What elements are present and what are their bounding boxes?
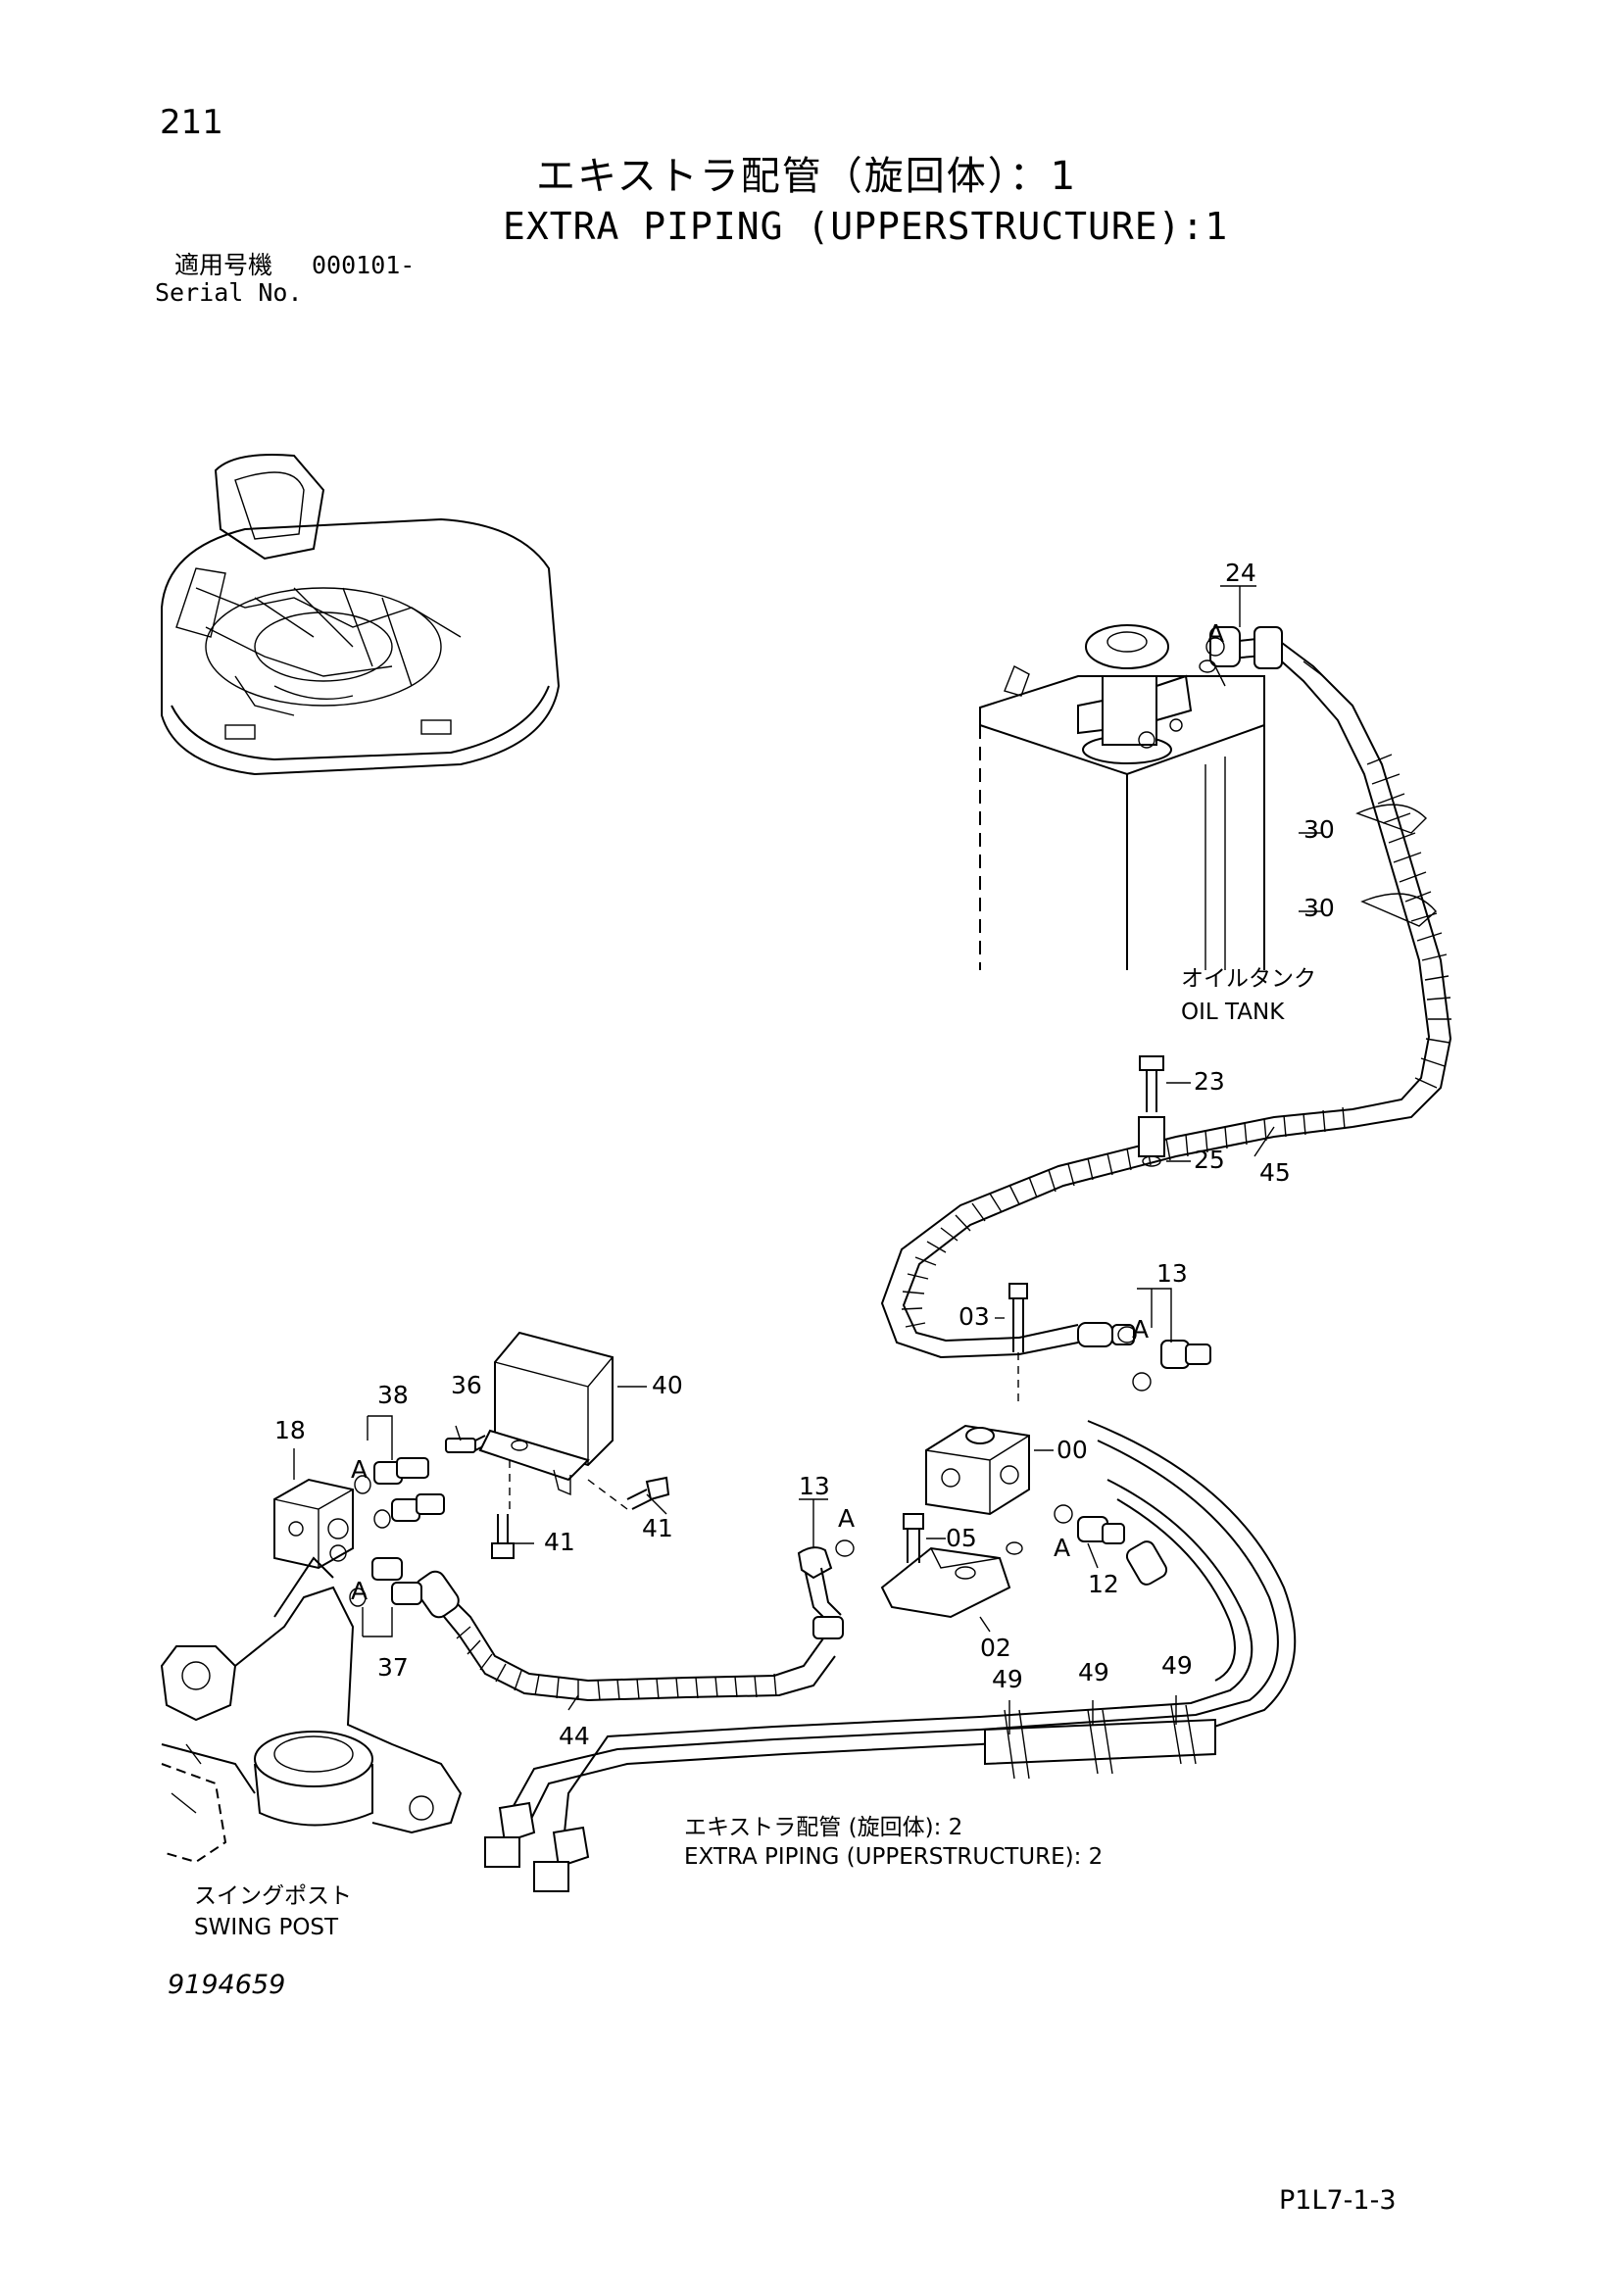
callout-a-12: A (1054, 1534, 1070, 1562)
page-code: P1L7-1-3 (1279, 2185, 1397, 2216)
callout-05: 05 (946, 1524, 977, 1552)
page-number: 211 (160, 103, 223, 142)
page-title-english: EXTRA PIPING (UPPERSTRUCTURE):1 (503, 205, 1229, 248)
extra-piping-2 (484, 1420, 1297, 1892)
callout-03: 03 (958, 1302, 990, 1331)
callout-49-right: 49 (1161, 1651, 1193, 1680)
callout-30-upper: 30 (1303, 815, 1335, 844)
overview-thumbnail (161, 454, 561, 776)
block-00 (925, 1424, 1030, 1516)
bolt-41-left (491, 1514, 515, 1559)
page-title-japanese: エキストラ配管（旋回体）：1 (536, 154, 1078, 199)
callout-a-13-lower: A (838, 1504, 855, 1533)
callout-18: 18 (274, 1416, 306, 1444)
extra-piping-2-label-japanese: エキストラ配管 (旋回体): 2 (684, 1815, 962, 1840)
callout-13-lower: 13 (799, 1472, 830, 1500)
clamp-23-25 (1138, 1055, 1165, 1167)
callout-12: 12 (1088, 1570, 1119, 1598)
callout-a-tank: A (1207, 619, 1224, 648)
drawing-number: 9194659 (168, 1970, 286, 2000)
callout-a-37: A (351, 1577, 368, 1605)
bolt-41-right (626, 1476, 670, 1510)
serial-label-japanese: 適用号機 (174, 251, 273, 279)
cover-40 (478, 1331, 628, 1510)
swing-post-label-english: SWING POST (194, 1915, 339, 1940)
callout-36: 36 (451, 1371, 482, 1399)
leader-lines (293, 585, 1324, 1734)
callout-13-upper: 13 (1156, 1259, 1188, 1288)
callout-a-13-upper: A (1132, 1315, 1149, 1343)
hose-to-tank (1199, 626, 1452, 1128)
callout-38: 38 (377, 1381, 409, 1409)
callout-25: 25 (1194, 1146, 1225, 1174)
swing-post (160, 1556, 463, 1864)
callout-44: 44 (559, 1722, 590, 1750)
fitting-12 (1054, 1504, 1125, 1544)
bracket-02 (880, 1513, 1023, 1619)
callout-30-lower: 30 (1303, 894, 1335, 922)
callout-02: 02 (980, 1634, 1011, 1662)
extra-piping-2-label-english: EXTRA PIPING (UPPERSTRUCTURE): 2 (684, 1844, 1103, 1870)
block-18 (273, 1478, 354, 1570)
callout-40: 40 (652, 1371, 683, 1399)
oil-tank-label-japanese: オイルタンク (1181, 966, 1316, 992)
fittings-38-36-37 (349, 1435, 486, 1607)
callout-49-middle: 49 (1078, 1658, 1109, 1686)
callout-45: 45 (1259, 1158, 1291, 1187)
callout-a-38: A (351, 1455, 368, 1484)
oil-tank (979, 624, 1265, 970)
callout-00: 00 (1057, 1436, 1088, 1464)
callout-41-right: 41 (642, 1514, 673, 1542)
fitting-13-lower (797, 1539, 855, 1639)
callout-37: 37 (377, 1653, 409, 1682)
fitting-13-upper (1132, 1340, 1211, 1392)
swing-post-label-japanese: スイングポスト (194, 1883, 352, 1909)
callout-23: 23 (1194, 1067, 1225, 1096)
hose-45 (880, 1106, 1353, 1359)
callout-24: 24 (1225, 559, 1256, 587)
bolt-03 (1008, 1283, 1028, 1401)
hose-44 (415, 1570, 836, 1702)
callout-49-left: 49 (992, 1665, 1023, 1693)
serial-label-english: Serial No. (155, 278, 303, 307)
serial-value: 000101- (312, 251, 416, 279)
callout-41-left: 41 (544, 1528, 575, 1556)
oil-tank-label-english: OIL TANK (1181, 1000, 1285, 1025)
